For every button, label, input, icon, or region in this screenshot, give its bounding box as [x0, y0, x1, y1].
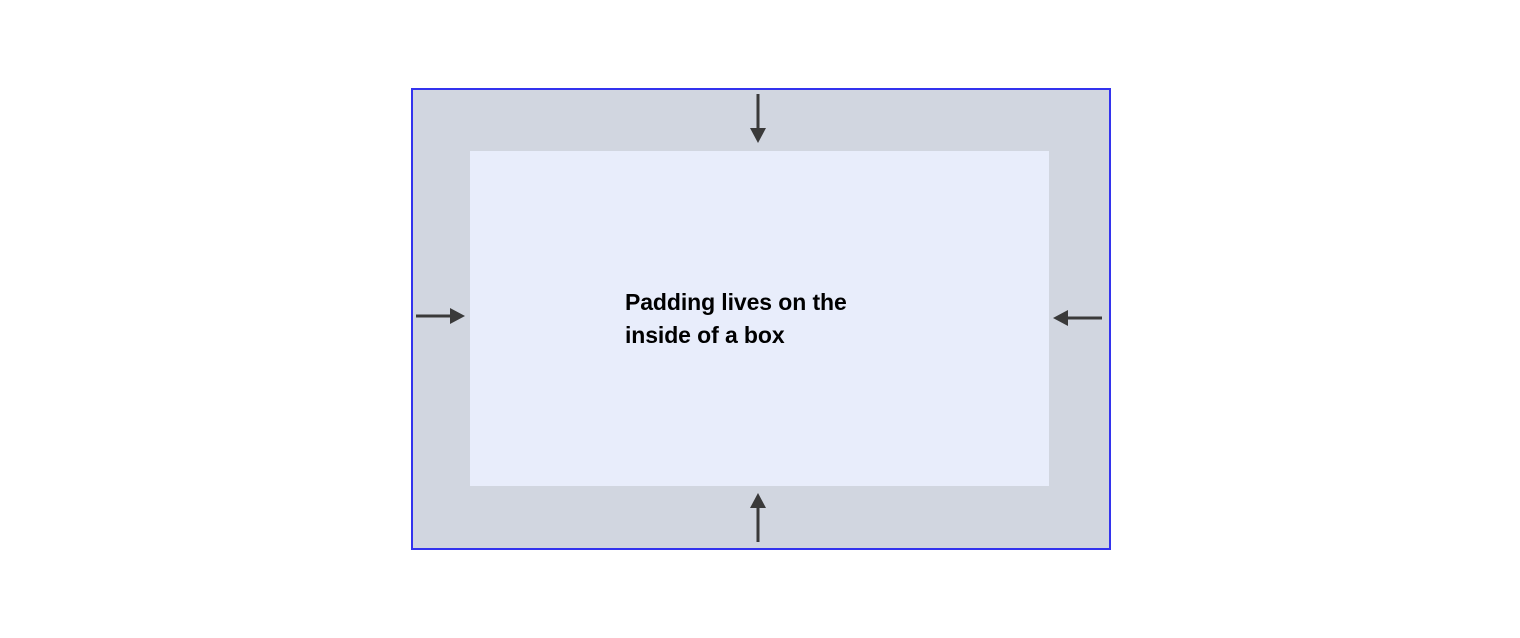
content-area-label: Padding lives on the inside of a box — [625, 289, 847, 348]
content-area-box: Padding lives on the inside of a box — [470, 151, 1049, 486]
